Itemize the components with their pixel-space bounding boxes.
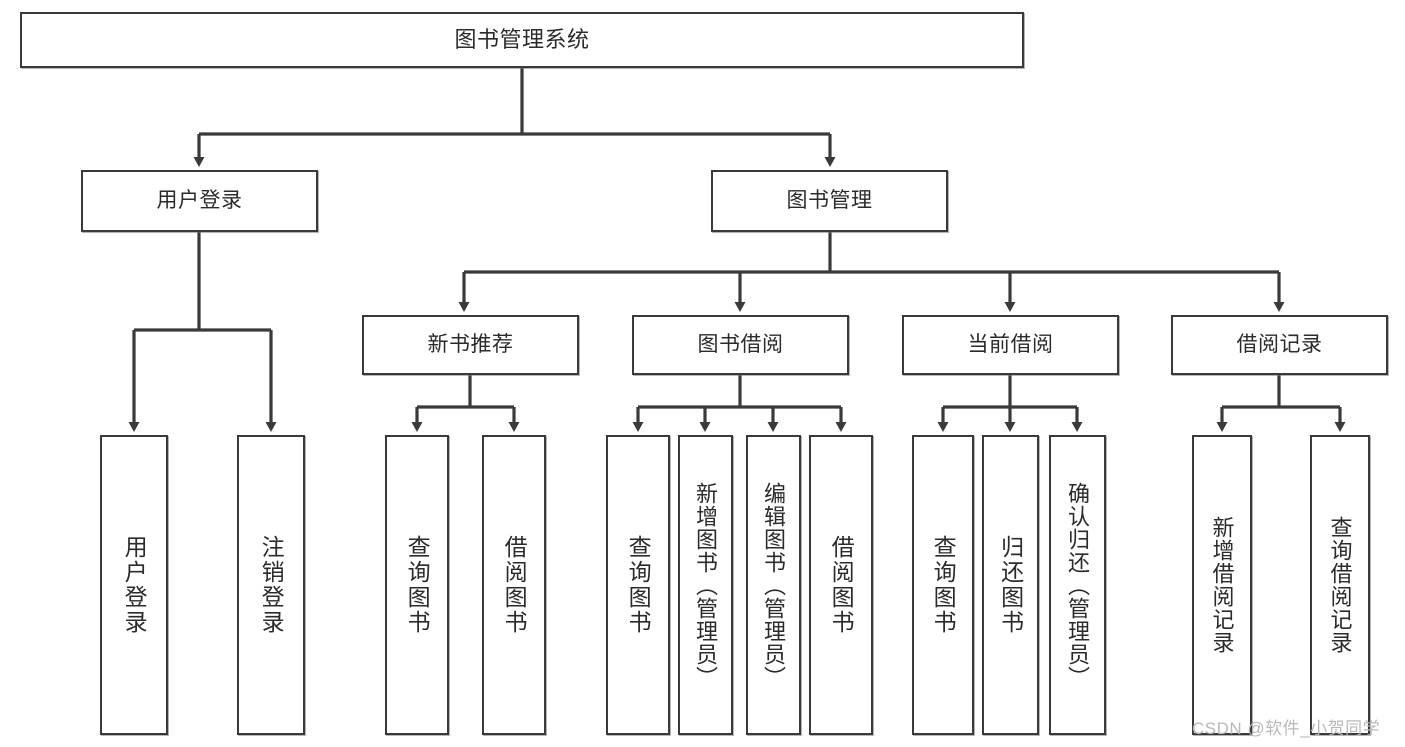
node-leaf-borrow-book-2[interactable]: 借阅图书	[809, 435, 873, 735]
node-leaf-query-record[interactable]: 查询借阅记录	[1310, 435, 1370, 735]
node-leaf-query-book-1[interactable]: 查询图书	[385, 435, 449, 735]
node-leaf-query-book-3[interactable]: 查询图书	[912, 435, 974, 735]
node-label: 图书借阅	[697, 332, 784, 356]
node-label: 用户登录	[121, 535, 148, 635]
node-label: 编辑图书（管理员）	[761, 481, 787, 689]
node-label: 查询图书	[404, 535, 431, 635]
node-label: 借阅记录	[1236, 332, 1323, 356]
node-leaf-query-book-2[interactable]: 查询图书	[606, 435, 670, 735]
node-leaf-user-login[interactable]: 用户登录	[100, 435, 168, 735]
node-leaf-return-book[interactable]: 归还图书	[982, 435, 1039, 735]
node-new-book-recommend[interactable]: 新书推荐	[362, 315, 579, 375]
node-label: 查询图书	[625, 535, 652, 635]
node-user-login[interactable]: 用户登录	[81, 170, 318, 232]
watermark-text: CSDN @软件_小贺同学	[1192, 719, 1381, 738]
node-current-borrow[interactable]: 当前借阅	[902, 315, 1119, 375]
node-leaf-edit-book[interactable]: 编辑图书（管理员）	[746, 435, 801, 735]
node-label: 图书管理系统	[454, 27, 590, 53]
node-label: 新增借阅记录	[1209, 516, 1235, 654]
node-borrow-record[interactable]: 借阅记录	[1171, 315, 1388, 375]
node-leaf-add-book[interactable]: 新增图书（管理员）	[678, 435, 733, 735]
node-label: 注销登录	[258, 535, 285, 635]
node-label: 新书推荐	[427, 332, 514, 356]
node-label: 归还图书	[997, 535, 1024, 635]
node-label: 查询图书	[930, 535, 957, 635]
node-leaf-logout-login[interactable]: 注销登录	[237, 435, 305, 735]
node-leaf-borrow-book-1[interactable]: 借阅图书	[482, 435, 546, 735]
node-label: 查询借阅记录	[1327, 516, 1353, 654]
node-label: 图书管理	[786, 188, 873, 212]
node-label: 借阅图书	[828, 535, 855, 635]
node-leaf-confirm-return[interactable]: 确认归还（管理员）	[1049, 435, 1106, 735]
node-label: 确认归还（管理员）	[1065, 481, 1091, 689]
node-label: 用户登录	[156, 188, 243, 212]
node-label: 新增图书（管理员）	[693, 481, 719, 689]
node-book-borrow[interactable]: 图书借阅	[632, 315, 849, 375]
node-root-图书管理系统[interactable]: 图书管理系统	[20, 12, 1024, 68]
node-label: 借阅图书	[501, 535, 528, 635]
node-book-management[interactable]: 图书管理	[711, 170, 948, 232]
node-label: 当前借阅	[967, 332, 1054, 356]
node-leaf-add-record[interactable]: 新增借阅记录	[1192, 435, 1252, 735]
